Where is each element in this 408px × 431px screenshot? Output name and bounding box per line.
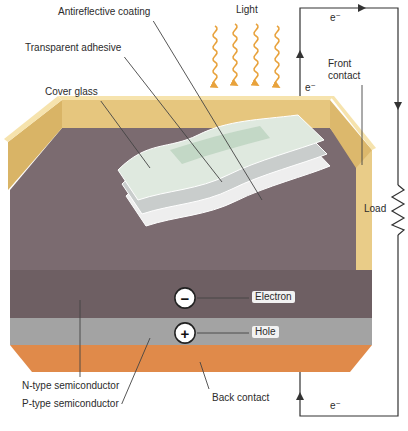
part-label: Light — [236, 4, 258, 16]
part-label: Electron — [252, 291, 295, 303]
light-rays — [213, 24, 279, 86]
charge-sign: + — [181, 326, 190, 341]
part-label: e⁻ — [330, 400, 341, 412]
n-type-layer — [10, 270, 372, 318]
leader-line — [124, 57, 222, 182]
part-label: Transparent adhesive — [25, 42, 121, 54]
leader-line — [200, 362, 209, 389]
part-label: e⁻ — [305, 82, 316, 94]
leader-line — [101, 101, 150, 168]
front-contact-frame — [330, 100, 372, 270]
part-label: Hole — [252, 326, 279, 338]
leader-line — [197, 298, 249, 299]
part-label: e⁻ — [330, 12, 341, 24]
charge-circle: + — [174, 322, 196, 344]
resistor-symbol — [392, 185, 404, 235]
glass-stack — [118, 115, 330, 226]
leader-line — [197, 333, 249, 334]
charge-sign: − — [181, 291, 190, 306]
part-label: N-type semiconductor — [22, 380, 119, 392]
p-type-layer — [10, 318, 372, 345]
part-label: Cover glass — [45, 86, 98, 98]
part-label: P-type semiconductor — [22, 398, 119, 410]
leader-line — [362, 85, 363, 165]
leader-line — [122, 338, 150, 404]
part-label: Load — [364, 203, 386, 215]
part-label: Antireflective coating — [58, 6, 150, 18]
part-label: Front contact — [328, 58, 373, 82]
leader-line — [80, 300, 81, 377]
part-label: Back contact — [212, 392, 269, 404]
leader-line — [153, 21, 262, 200]
charge-circle: − — [174, 287, 196, 309]
back-contact-layer — [10, 345, 372, 372]
